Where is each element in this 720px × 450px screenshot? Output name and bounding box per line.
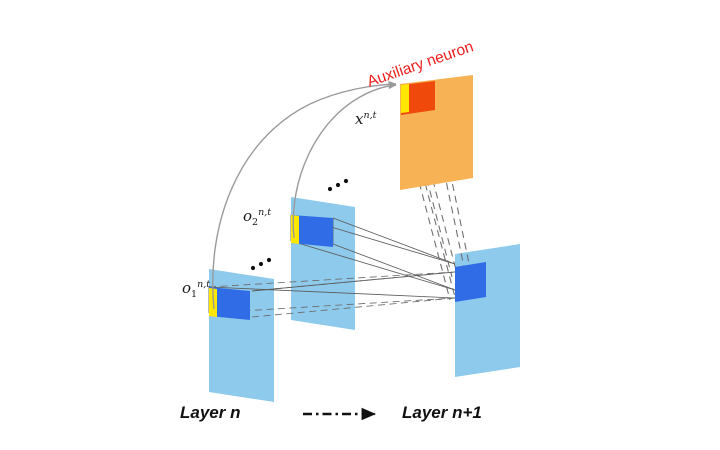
x-superscript: n,t [363, 110, 377, 121]
x-symbol: x [355, 110, 364, 128]
o2-output-label: o2n,t [243, 207, 271, 228]
ellipsis-lower-icon [250, 257, 272, 271]
o1-superscript: n,t [197, 279, 211, 290]
layer-n-plus-1-label: Layer n+1 [402, 403, 482, 422]
o2-highlight-cell [291, 215, 333, 247]
layer-n-plus-1-plane [455, 244, 520, 377]
o2-symbol: o [243, 207, 253, 225]
o2-superscript: n,t [258, 207, 272, 218]
o1-symbol: o [182, 279, 192, 297]
x-activation-label: xn,t [355, 110, 376, 128]
o2-subscript: 2 [252, 217, 259, 228]
auxiliary-neuron-cell [401, 81, 435, 115]
curved-arrow-o2-to-auxiliary [292, 82, 397, 239]
o1-highlight-cell [209, 287, 250, 320]
curved-arrow-o1-to-auxiliary [212, 80, 397, 310]
target-cell [455, 262, 486, 302]
o1-subscript: 1 [191, 289, 198, 300]
layer-n-label: Layer n [180, 403, 241, 422]
o1-output-label: o1n,t [182, 279, 210, 300]
ellipsis-upper-icon [327, 178, 349, 192]
